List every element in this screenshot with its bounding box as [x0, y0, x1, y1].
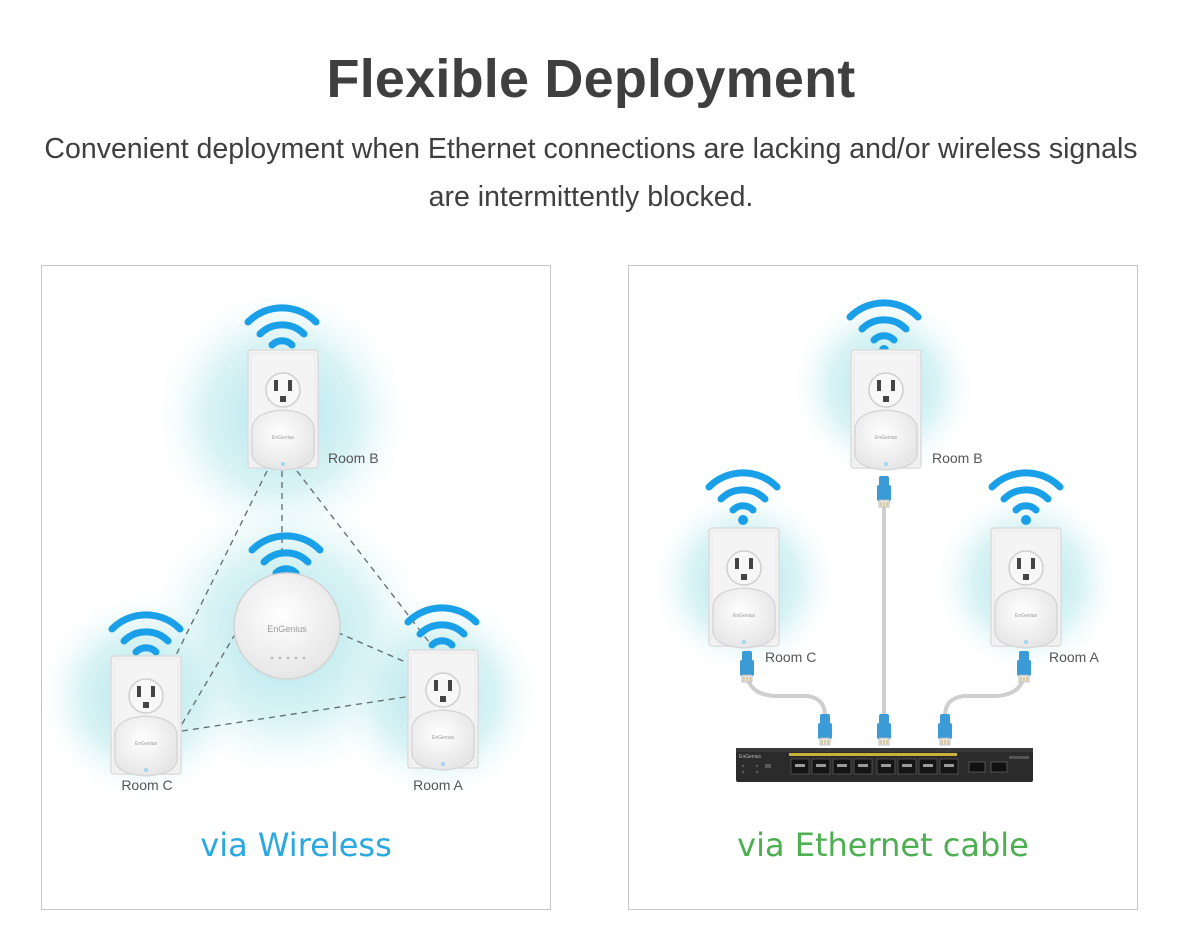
rj45-connector-switch-2 — [876, 713, 892, 746]
ethernet-deployment-panel: Room B Room C Room A EnGenius — [628, 265, 1138, 910]
rj45-connector-room-b — [876, 475, 892, 508]
wireless-mesh-diagram: Room B EnGenius Room C Room A — [42, 291, 537, 796]
plug-extender-room-a — [990, 527, 1062, 649]
ethernet-cables — [745, 504, 1026, 718]
ethernet-wired-diagram: Room B Room C Room A EnGenius — [654, 296, 1117, 782]
plug-extender-room-c — [708, 527, 780, 649]
room-c-label: Room C — [765, 649, 816, 665]
room-a-label: Room A — [1049, 649, 1099, 665]
room-b-label: Room B — [328, 450, 379, 466]
plug-extender-room-b — [247, 349, 319, 471]
rj45-connector-switch-3 — [937, 713, 953, 746]
switch-brand-mark: EnGenius — [739, 754, 761, 760]
room-c-label: Room C — [121, 777, 172, 793]
page-title: Flexible Deployment — [326, 49, 856, 109]
ethernet-caption: via Ethernet cable — [737, 826, 1029, 864]
network-switch: EnGenius — [736, 748, 1033, 782]
plug-extender-room-a — [407, 649, 479, 771]
wireless-deployment-panel: Room B EnGenius Room C Room A via Wirele… — [41, 265, 551, 910]
rj45-connector-room-c — [739, 650, 755, 683]
room-a-label: Room A — [413, 777, 463, 793]
ceiling-access-point: EnGenius — [233, 572, 341, 680]
rj45-connector-room-a — [1016, 650, 1032, 683]
plug-extender-room-b — [850, 349, 922, 471]
wireless-caption: via Wireless — [200, 826, 392, 864]
plug-extender-room-c — [110, 655, 182, 777]
ap-brand-mark: EnGenius — [267, 624, 307, 634]
room-b-label: Room B — [932, 450, 983, 466]
page-subtitle: Convenient deployment when Ethernet conn… — [44, 133, 1138, 213]
rj45-connector-switch-1 — [817, 713, 833, 746]
